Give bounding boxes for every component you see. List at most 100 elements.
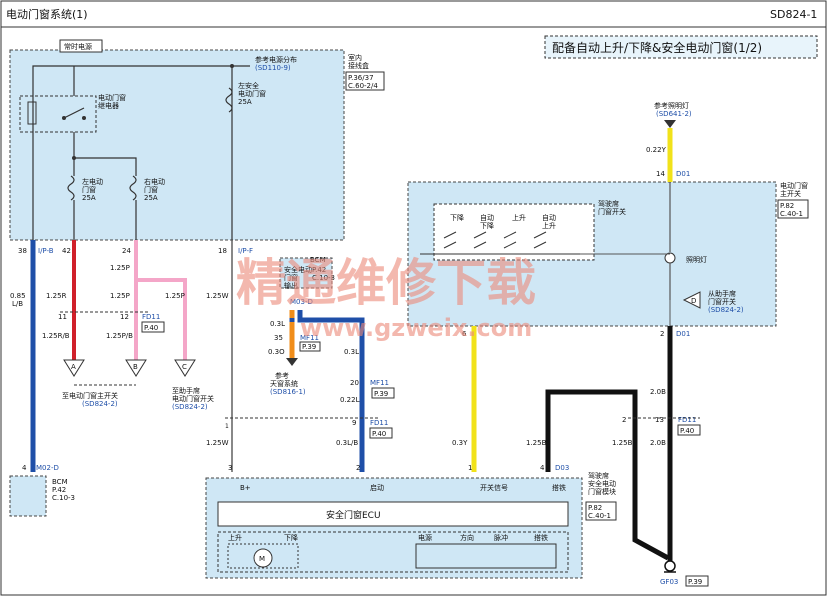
bcm-top-c: C.10-3 [312,274,335,282]
ground-icon [664,560,676,572]
wire-blue-center [297,310,365,472]
mf11b-label: MF11 [300,334,319,342]
bcm-sub-1: 安全电动 [284,265,312,274]
fd11-page-2: P.40 [372,430,386,438]
connector-c-icon [174,359,196,377]
relay-box [19,95,97,133]
ecu-d03: D03 [555,464,569,472]
sunroof-l1: 参考 [275,371,289,380]
wire-03y: 0.3Y [452,439,468,447]
bcm-top-p: P.42 [312,266,326,274]
sunroof-l2: 天窗系统 [270,379,298,388]
fd11-page: P.40 [144,324,158,332]
term-ground: 搭铁 [552,483,566,492]
relay-coil-icon [27,101,37,125]
fuse-left-l3: 25A [82,194,96,202]
wire-125r: 1.25R [46,292,67,300]
fuse-left-l2: 门窗 [82,185,96,194]
ground-label: GF03 [660,578,678,586]
fuse-right-l1: 右电动 [144,177,165,186]
junction-box [9,49,345,241]
to-passenger-2: 门窗开关 [708,297,736,306]
sw-auto-up-1: 自动 [542,213,556,222]
connector-d: D [691,297,696,305]
ecu-pin-2: 2 [356,464,360,472]
sw-up: 上升 [512,213,526,222]
lamp-ref-label: 参考照明灯 [654,101,689,110]
fd11-right-page: P.40 [680,427,694,435]
sw-down: 下降 [450,213,464,222]
ref-power-label: 参考电源分布 [255,55,297,64]
wire-03lb: 0.3L/B [336,439,358,447]
relay-label-1: 电动门窗 [98,93,126,102]
lamp-arrow-icon [664,120,676,128]
junction-label-2: 接线盒 [348,61,369,70]
pin-14: 14 [656,170,665,178]
bcm-top-box [279,257,333,289]
junction-c: C.60-2/4 [348,82,378,90]
relay-label-2: 继电器 [98,101,119,110]
to-passenger-code: (SD824-2) [708,306,744,314]
main-sw-l1: 电动门窗 [780,181,808,190]
fd11-label-2: FD11 [370,419,388,427]
watermark-url: www.gzweix.com [300,314,532,342]
bcm-bottom-label: BCM [52,478,68,486]
wire-022y: 0.22Y [646,146,667,154]
d01-bottom: D01 [676,330,690,338]
ref-power-code: (SD110-9) [255,64,291,72]
fuse-right-icon [129,175,137,201]
motor-icon [253,548,273,568]
wire-022l: 0.22L [340,396,360,404]
connector-b: B [133,363,138,371]
module-p: P.82 [588,504,602,512]
svg-text:1: 1 [225,423,229,430]
module-l1: 驾驶席 [588,471,609,480]
junction-label-1: 室内 [348,53,362,62]
ip-b-label: I/P-B [38,247,54,255]
main-sw-p: P.82 [780,202,794,210]
sunroof-code: (SD816-1) [270,388,306,396]
wire-20b-b: 2.0B [650,439,666,447]
wire-pink-branch [136,278,187,360]
main-sw-c: C.40-1 [780,210,803,218]
wire-085: 0.85 [10,292,26,300]
wire-lb: L/B [12,300,23,308]
wire-125w-a: 1.25W [206,292,229,300]
module-l3: 门窗模块 [588,487,616,496]
bcm-conn: M02-D [36,464,59,472]
bcm-bottom-c: C.10-3 [52,494,75,502]
sw-auto-down-2: 下降 [480,221,494,230]
lamp-label: 照明灯 [686,255,707,264]
pin-2b: 2 [622,416,626,424]
inner-dir: 方向 [460,533,474,542]
pin-12: 12 [120,313,129,321]
relay-switch-icon [63,107,85,119]
fuse-right-l3: 25A [144,194,158,202]
c-code: (SD824-2) [172,403,208,411]
inner-up: 上升 [228,533,242,542]
pin-42: 42 [62,247,71,255]
page-title: 电动门窗系统(1) [6,7,88,21]
wire-03l: 0.3L [270,320,285,328]
wire-03l-b: 0.3L [344,348,359,356]
pin-20: 20 [350,379,359,387]
to-passenger-1: 从助手席 [708,289,736,298]
inner-down: 下降 [284,533,298,542]
wire-black-loop [545,389,670,561]
bcm-pin-4: 4 [22,464,27,472]
pin-11: 11 [58,313,67,321]
driver-switch-block [433,203,595,261]
ab-code: (SD824-2) [82,400,118,408]
ecu-pin-4: 4 [540,464,545,472]
bcm-sub-2: 门窗 [284,273,298,282]
pin-24: 24 [122,247,131,255]
d01-top: D01 [676,170,690,178]
switch-contacts-icon [420,231,580,255]
pin-38: 38 [18,247,27,255]
pin-9: 9 [352,419,356,427]
ecu-pin-1: 1 [468,464,472,472]
pin-35: 35 [274,334,283,342]
connector-a: A [71,363,76,371]
main-sw-l2: 主开关 [780,189,801,198]
